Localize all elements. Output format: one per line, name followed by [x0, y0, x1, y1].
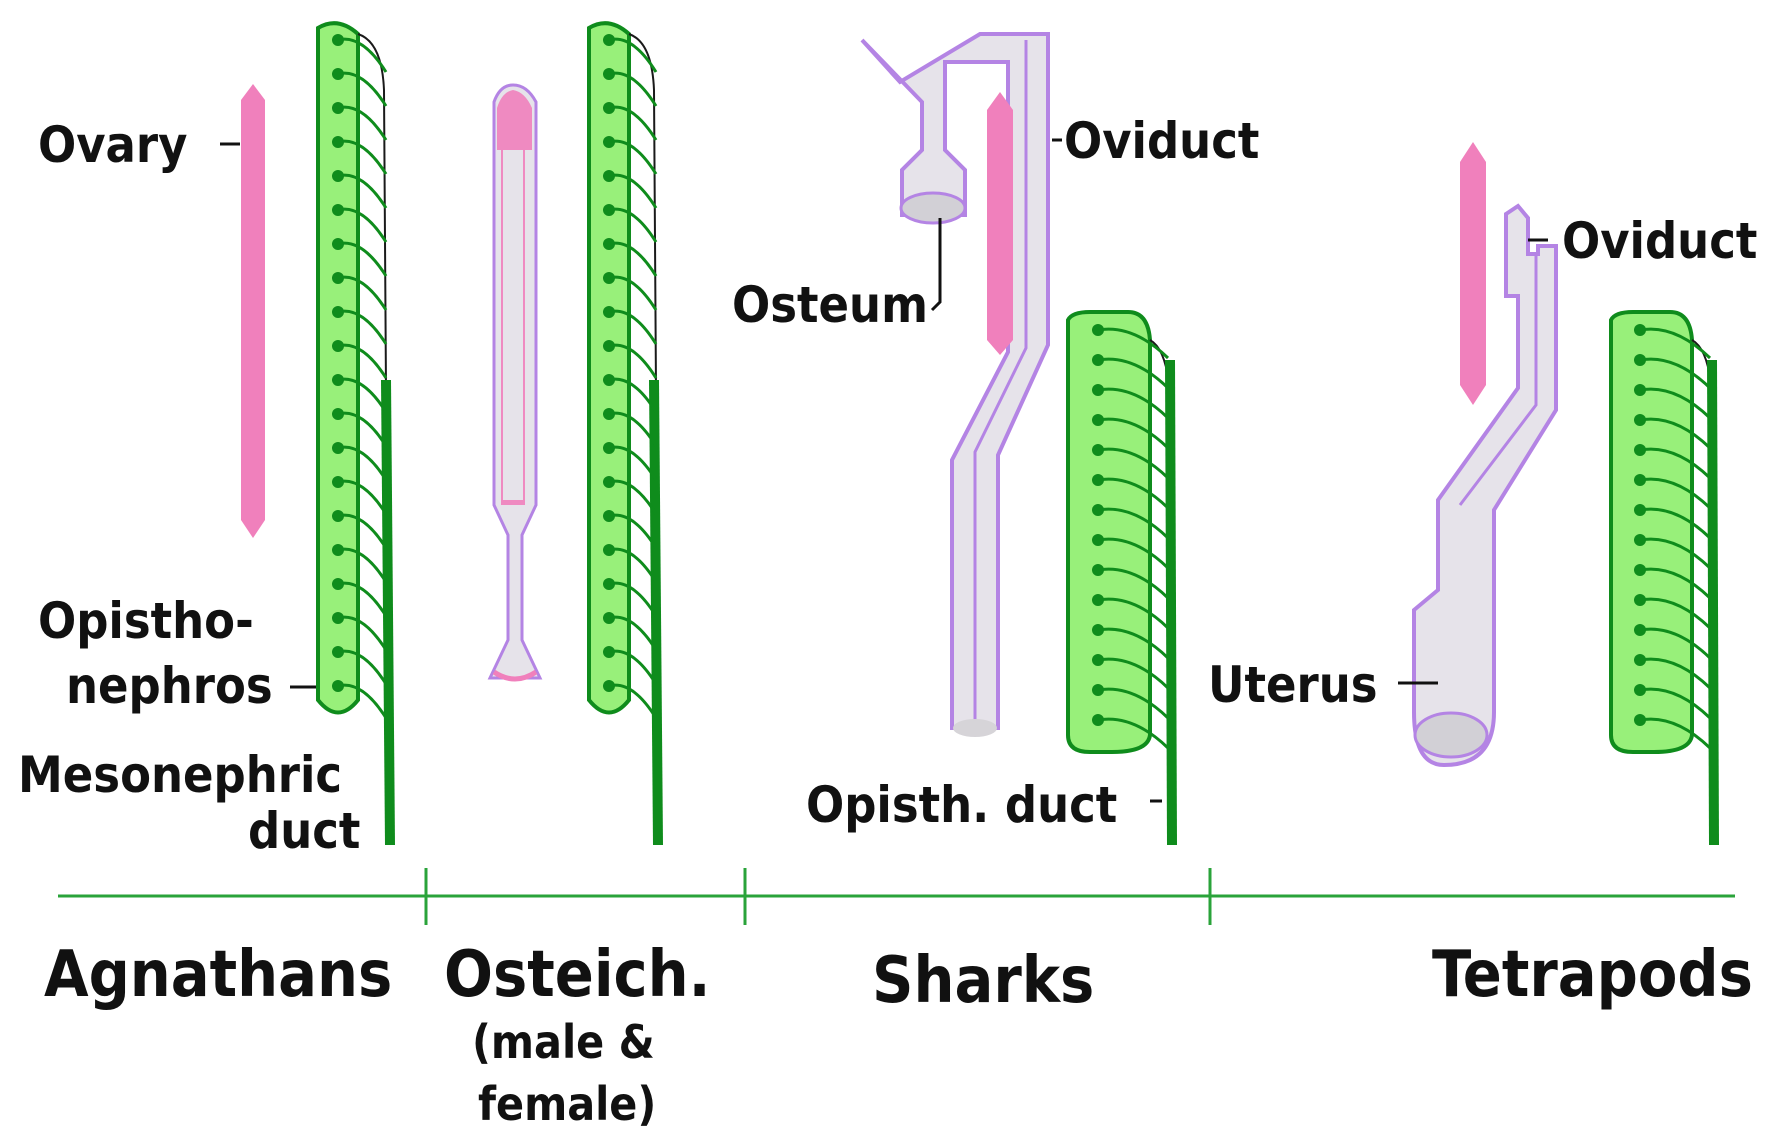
glomerulus: [1634, 354, 1646, 366]
label-opisthonephros-2: nephros: [66, 657, 273, 715]
glomerulus: [332, 578, 344, 590]
glomerulus: [1092, 714, 1104, 726]
label-uterus: Uterus: [1208, 656, 1378, 714]
glomerulus: [1634, 654, 1646, 666]
glomerulus: [332, 612, 344, 624]
glomerulus: [1634, 384, 1646, 396]
sharks-opisth-duct: [1170, 360, 1172, 845]
agnathans-panel: [241, 23, 390, 845]
group-tetrapods: Tetrapods: [1432, 938, 1753, 1012]
label-mesonephric-2: duct: [248, 802, 360, 860]
glomerulus: [332, 68, 344, 80]
agnathans-mesonephric-duct: [386, 380, 390, 845]
glomerulus: [332, 510, 344, 522]
glomerulus: [332, 170, 344, 182]
glomerulus: [1634, 714, 1646, 726]
glomerulus: [603, 68, 615, 80]
glomerulus: [332, 136, 344, 148]
glomerulus: [1634, 684, 1646, 696]
glomerulus: [332, 408, 344, 420]
glomerulus: [1634, 624, 1646, 636]
sharks-ovary: [987, 92, 1013, 355]
glomerulus: [1092, 654, 1104, 666]
glomerulus: [1092, 504, 1104, 516]
glomerulus: [1092, 324, 1104, 336]
glomerulus: [603, 238, 615, 250]
glomerulus: [603, 578, 615, 590]
group-sharks: Sharks: [872, 944, 1094, 1018]
glomerulus: [1634, 504, 1646, 516]
glomerulus: [332, 204, 344, 216]
glomerulus: [1634, 474, 1646, 486]
group-osteich-note-1: (male &: [472, 1015, 655, 1069]
glomerulus: [332, 34, 344, 46]
glomerulus: [603, 680, 615, 692]
glomerulus: [603, 476, 615, 488]
glomerulus: [603, 510, 615, 522]
glomerulus: [603, 306, 615, 318]
glomerulus: [332, 306, 344, 318]
label-opisthonephros-1: Opistho-: [38, 592, 254, 650]
glomerulus: [1092, 474, 1104, 486]
glomerulus: [1092, 624, 1104, 636]
glomerulus: [332, 340, 344, 352]
agnathans-ovary: [241, 84, 265, 538]
group-osteich-note-2: female): [478, 1077, 656, 1131]
glomerulus: [332, 680, 344, 692]
glomerulus: [603, 34, 615, 46]
label-oviduct-tetrapods: Oviduct: [1562, 212, 1757, 270]
glomerulus: [332, 544, 344, 556]
glomerulus: [603, 408, 615, 420]
glomerulus: [603, 646, 615, 658]
glomerulus: [603, 442, 615, 454]
group-agnathans: Agnathans: [44, 938, 392, 1012]
glomerulus: [1634, 594, 1646, 606]
glomerulus: [603, 340, 615, 352]
glomerulus: [332, 238, 344, 250]
sharks-oviduct: [862, 34, 1048, 728]
glomerulus: [603, 612, 615, 624]
glomerulus: [332, 476, 344, 488]
glomerulus: [1634, 414, 1646, 426]
glomerulus: [603, 102, 615, 114]
group-divider-line: [58, 868, 1735, 925]
group-osteich: Osteich.: [444, 938, 711, 1012]
glomerulus: [1092, 414, 1104, 426]
glomerulus: [1092, 354, 1104, 366]
glomerulus: [1634, 444, 1646, 456]
glomerulus: [332, 442, 344, 454]
glomerulus: [603, 136, 615, 148]
label-oviduct-sharks: Oviduct: [1064, 112, 1259, 170]
glomerulus: [332, 374, 344, 386]
glomerulus: [603, 272, 615, 284]
glomerulus: [1092, 564, 1104, 576]
glomerulus: [1092, 684, 1104, 696]
glomerulus: [1092, 444, 1104, 456]
glomerulus: [603, 170, 615, 182]
glomerulus: [1092, 594, 1104, 606]
glomerulus: [1634, 534, 1646, 546]
label-ovary: Ovary: [38, 116, 187, 174]
glomerulus: [332, 272, 344, 284]
glomerulus: [332, 102, 344, 114]
glomerulus: [332, 646, 344, 658]
tetrapods-opisth-duct: [1712, 360, 1714, 845]
glomerulus: [603, 374, 615, 386]
glomerulus: [1634, 564, 1646, 576]
tetrapods-ovary: [1460, 142, 1486, 405]
label-mesonephric-1: Mesonephric: [18, 746, 342, 804]
glomerulus: [603, 544, 615, 556]
glomerulus: [1092, 384, 1104, 396]
tetrapods-uterus-opening: [1415, 713, 1487, 757]
glomerulus: [1092, 534, 1104, 546]
label-osteum: Osteum: [732, 276, 928, 334]
glomerulus: [603, 204, 615, 216]
glomerulus: [1634, 324, 1646, 336]
group-names: Agnathans Osteich. (male & female) Shark…: [44, 938, 1753, 1131]
label-opisth-duct: Opisth. duct: [806, 776, 1117, 834]
